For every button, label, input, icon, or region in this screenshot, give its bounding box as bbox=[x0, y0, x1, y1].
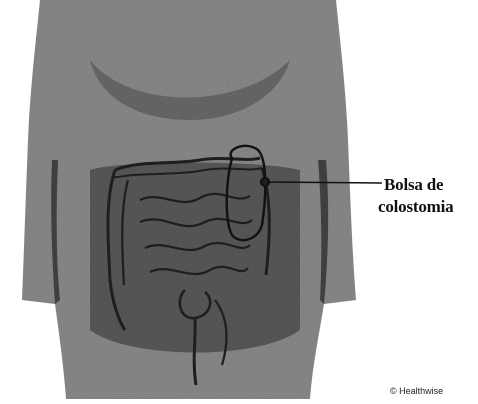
torso-body bbox=[22, 0, 356, 399]
callout-leader-line bbox=[267, 182, 382, 183]
callout-label-line1: Bolsa de bbox=[384, 175, 443, 195]
callout-label-line2: colostomia bbox=[378, 197, 453, 217]
image-credit: © Healthwise bbox=[390, 386, 443, 396]
